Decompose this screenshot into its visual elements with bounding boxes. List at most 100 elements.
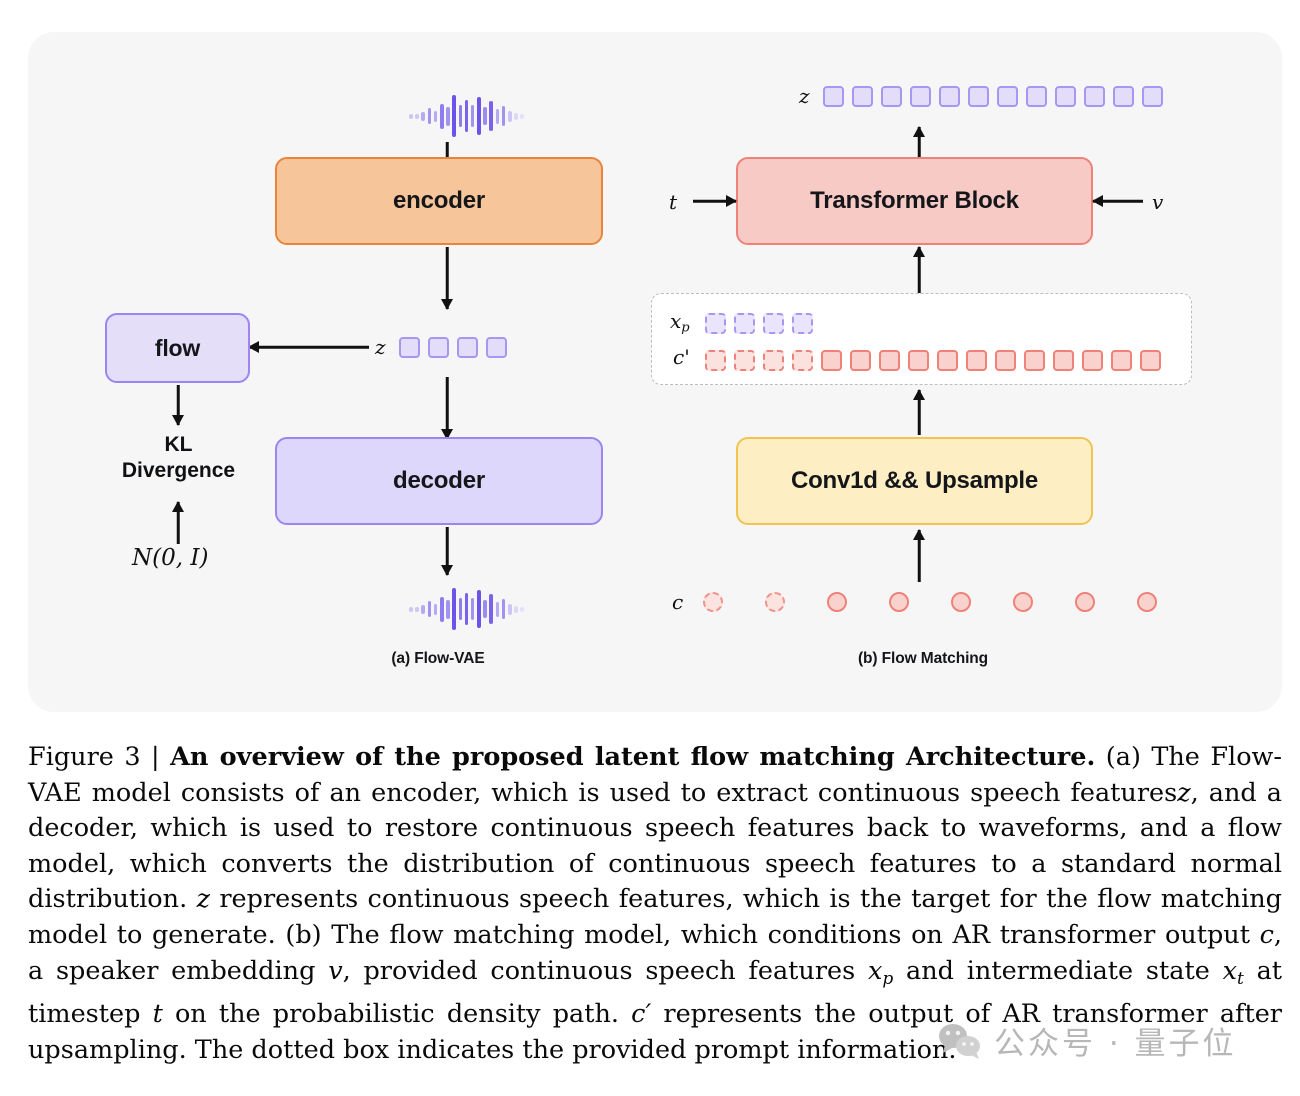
token-square <box>705 350 726 371</box>
caption-figure-number: Figure 3 <box>28 742 141 772</box>
arrow-flow-to-kl <box>171 385 185 426</box>
waveform-bar <box>415 606 419 612</box>
transformer-block-node[interactable]: Transformer Block <box>736 157 1093 245</box>
waveform-bar <box>433 110 438 122</box>
output-speech-waveform-icon <box>409 588 527 630</box>
token-square <box>792 350 813 371</box>
arrow-speaker-to-transformer <box>1092 194 1143 208</box>
waveform-bar <box>421 604 425 614</box>
ar-output-symbol-c: c <box>672 590 684 614</box>
waveform-bar <box>477 590 481 628</box>
waveform-bar <box>446 599 450 619</box>
ar-output-circle <box>827 592 847 612</box>
decoder-node[interactable]: decoder <box>275 437 603 525</box>
prior-distribution-label: N(0, I) <box>132 545 209 571</box>
waveform-bar <box>520 606 524 612</box>
ar-output-circle <box>765 592 785 612</box>
token-square <box>1024 350 1045 371</box>
encoder-label: encoder <box>393 187 485 214</box>
ar-output-circle <box>889 592 909 612</box>
prompt-symbol-xp: xp <box>670 309 690 336</box>
waveform-bar <box>409 113 413 119</box>
token-square <box>968 86 989 107</box>
token-square <box>850 350 871 371</box>
input-speech-waveform-icon <box>409 95 527 137</box>
transformer-block-label: Transformer Block <box>810 187 1019 214</box>
waveform-bar <box>508 110 512 122</box>
waveform-bar <box>415 113 419 119</box>
caption-separator: | <box>151 742 160 772</box>
ar-output-circle <box>703 592 723 612</box>
caption-body-b: (b) The flow matching model, which condi… <box>285 919 1250 950</box>
subfigure-b-caption: (b) Flow Matching <box>857 650 989 667</box>
token-square <box>399 337 420 358</box>
kl-divergence-line-1: KL <box>164 433 193 456</box>
waveform-bar <box>495 108 500 124</box>
waveform-bar <box>514 605 518 613</box>
waveform-bar <box>452 95 456 137</box>
waveform-bar <box>458 598 463 620</box>
flow-label: flow <box>154 334 201 361</box>
caption-body-b5: at timestep <box>28 955 1283 1029</box>
waveform-bar <box>495 601 500 617</box>
caption-body-b2: , a speaker embedding <box>28 919 1283 986</box>
token-square <box>821 350 842 371</box>
ar-output-circle <box>1075 592 1095 612</box>
token-square <box>1055 86 1076 107</box>
waveform-bar <box>501 599 506 619</box>
arrow-latent-to-flow <box>248 340 369 354</box>
token-square <box>937 350 958 371</box>
arrow-latent-to-decoder <box>440 377 454 440</box>
fm-output-token-row <box>823 86 1171 107</box>
waveform-bar <box>489 594 494 624</box>
arrow-timestep-to-transformer <box>693 194 737 208</box>
waveform-bar <box>489 101 494 131</box>
caption-title: An overview of the proposed latent flow … <box>170 742 1096 772</box>
token-square <box>763 350 784 371</box>
kl-divergence-line-2: Divergence <box>121 458 236 482</box>
token-square <box>428 337 449 358</box>
waveform-bar <box>427 108 432 124</box>
token-square <box>879 350 900 371</box>
waveform-bar <box>464 100 469 132</box>
waveform-bar <box>470 598 475 620</box>
token-square <box>1111 350 1132 371</box>
token-square <box>1084 86 1105 107</box>
waveform-bar <box>409 606 413 612</box>
waveform-bar <box>483 107 487 125</box>
token-square <box>734 313 755 334</box>
waveform-bar <box>514 112 518 120</box>
waveform-bar <box>501 106 506 126</box>
token-square <box>966 350 987 371</box>
fm-output-symbol-z: z <box>799 84 810 108</box>
token-square <box>995 350 1016 371</box>
token-square <box>763 313 784 334</box>
arrow-encoder-to-latent <box>440 247 454 310</box>
caption-body-a3: represents continuous speech features, w… <box>28 884 1282 950</box>
conv1d-upsample-node[interactable]: Conv1d && Upsample <box>736 437 1093 525</box>
token-square <box>792 313 813 334</box>
encoder-node[interactable]: encoder <box>275 157 603 245</box>
caption-body-b6: on the probabilistic density path. <box>174 998 620 1029</box>
arrow-ar-output-to-conv <box>912 529 926 582</box>
token-square <box>910 86 931 107</box>
timestep-symbol-t: t <box>669 190 678 214</box>
conv1d-upsample-label: Conv1d && Upsample <box>790 467 1039 494</box>
token-square <box>457 337 478 358</box>
condition-token-row <box>705 350 1169 371</box>
token-square <box>734 350 755 371</box>
figure-caption: Figure 3 | An overview of the proposed l… <box>28 742 1283 1065</box>
caption-body-b7: represents the output of AR transformer … <box>28 998 1282 1065</box>
waveform-bar <box>470 105 475 127</box>
token-square <box>1113 86 1134 107</box>
waveform-bar <box>446 106 450 126</box>
flow-node[interactable]: flow <box>105 313 250 383</box>
caption-body-a2: , and a decoder, which is used to restor… <box>28 777 1282 915</box>
caption-body-b3: , provided continuous speech features <box>342 955 856 986</box>
token-square <box>939 86 960 107</box>
waveform-bar <box>421 111 425 121</box>
waveform-bar <box>483 600 487 618</box>
waveform-bar <box>477 97 481 135</box>
token-square <box>997 86 1018 107</box>
arrow-prior-to-kl <box>171 501 185 544</box>
